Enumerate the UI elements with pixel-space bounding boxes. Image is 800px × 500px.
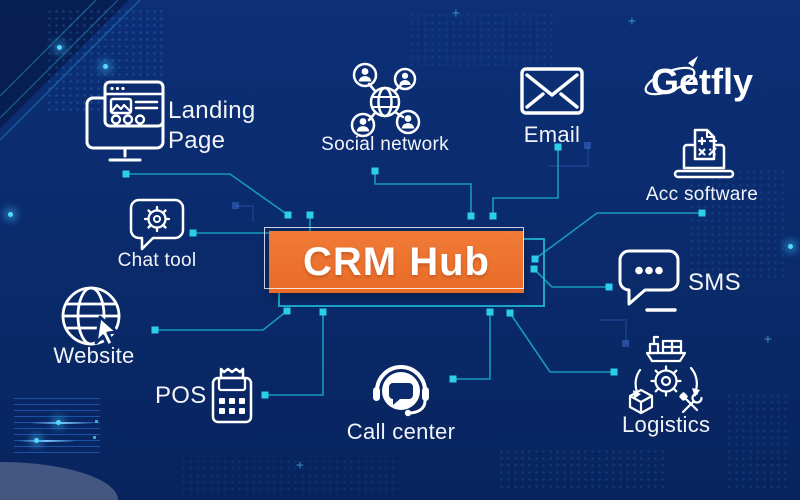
orbit-rocket-icon: Getfly [644,56,753,102]
monitor-browser-icon [84,78,166,166]
globe-cursor-icon [58,283,130,351]
wire-social-network [374,171,472,216]
spoke-website: Website [53,283,134,368]
wire-nodes [122,143,706,399]
spoke-label: Chat tool [117,250,197,271]
wire-sms [533,268,609,288]
spoke-label: POS [155,382,207,409]
wire-landing-page [126,173,289,216]
deco-square [93,436,96,439]
spoke-chat-tool: Chat tool [118,196,196,271]
wire-pos [265,312,324,396]
spoke-email: Email [520,66,584,147]
globe-users-network-icon [344,58,426,138]
background-dots [408,12,558,67]
pos-terminal-icon [205,364,259,426]
ship-gear-box-tools-icon [623,332,709,416]
spoke-social-network: Social network [321,58,449,155]
spoke-landing-page: Landing Page [84,78,255,166]
background-dots [498,448,668,490]
light-streak [18,440,76,442]
wire-email [492,147,559,216]
background-dots [688,168,784,278]
wire-logistics [509,312,614,373]
speech-bubble-dots-icon [617,248,681,314]
spoke-label: SMS [688,269,741,296]
spoke-label: Social network [321,134,449,155]
brand-name: Getfly [651,61,753,102]
spoke-call-center: Call center [347,360,455,444]
envelope-icon [520,66,584,116]
background-dots [726,392,790,488]
sparkle-plus-icon: + [628,14,636,29]
sparkle-plus-icon: + [296,458,304,473]
laptop-calculator-icon [672,124,736,186]
speech-bubble-gear-icon [127,196,187,254]
spoke-label: Website [53,343,135,368]
deco-square [95,420,98,423]
spoke-label: Call center [346,419,456,444]
spoke-label: Acc software [645,184,759,205]
spoke-label: Logistics [622,412,711,437]
hub-title: CRM Hub [303,239,490,284]
spoke-label: Email [523,122,581,147]
glow-lines-panel [14,398,100,456]
faint-circuits [232,142,629,347]
wire-acc-software [534,212,702,260]
glow-dot [103,64,108,69]
sparkle-plus-icon: + [452,6,460,21]
light-streak [30,422,94,424]
wire-website [155,310,288,331]
getfly-logo: Getfly [643,50,793,113]
glow-dot [34,438,39,443]
spoke-label: Landing Page [168,97,256,154]
corner-circuit-lines [0,0,141,141]
glow-dot [788,244,793,249]
spoke-pos: POS [155,364,259,426]
glow-dot [57,45,62,50]
spoke-logistics: Logistics [622,332,710,437]
background-dots [180,458,400,496]
sparkle-plus-icon: + [764,332,772,347]
glow-dot [8,212,13,217]
spoke-acc-software: Acc software [646,124,758,205]
glow-dot [56,420,61,425]
wire-call-center [453,312,491,380]
spoke-sms: SMS [617,248,741,314]
headset-agent-icon [373,360,429,417]
crm-hub: CRM Hub [269,231,524,293]
wires [126,147,702,396]
